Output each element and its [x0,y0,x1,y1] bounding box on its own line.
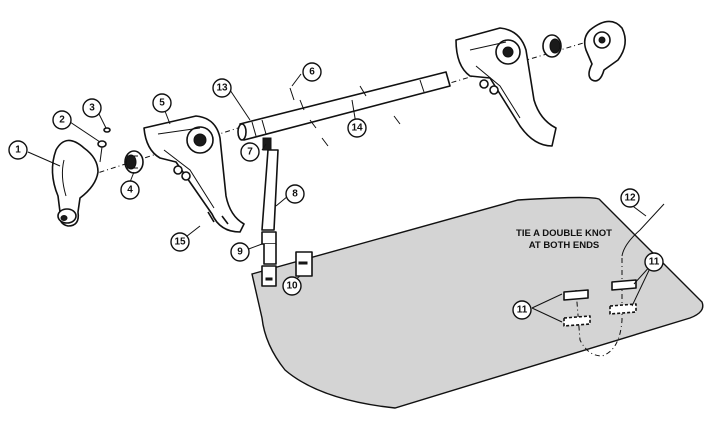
roller-tube [237,71,451,141]
svg-text:4: 4 [127,185,133,196]
callout-6: 6 [302,62,322,82]
cover-sheet [251,196,704,409]
svg-text:5: 5 [159,98,165,109]
svg-text:1: 1 [15,145,21,156]
crank-handle-left [51,139,99,227]
assembly-axis [87,37,601,177]
callout-1: 1 [8,140,28,160]
tube-screws [289,85,401,147]
callout-2: 2 [52,110,72,130]
strap-assembly [261,137,313,287]
bracket-right [455,27,557,147]
bushing-left [124,150,144,174]
svg-text:10: 10 [286,281,298,292]
note-line-2: AT BOTH ENDS [529,240,600,251]
note-line-1: TIE A DOUBLE KNOT [516,228,612,239]
svg-text:8: 8 [292,189,298,200]
assembly-note: TIE A DOUBLE KNOT AT BOTH ENDS [516,228,612,251]
callout-11-right: 11 [644,252,664,272]
callout-7: 7 [240,142,260,162]
callout-4: 4 [120,180,140,200]
bracket-left [143,115,245,233]
svg-text:6: 6 [309,67,315,78]
svg-text:7: 7 [247,147,253,158]
callout-15: 15 [170,232,190,252]
svg-text:11: 11 [517,305,528,316]
callout-8: 8 [285,184,305,204]
callout-10: 10 [282,276,302,296]
svg-text:14: 14 [351,123,363,134]
callout-11-left: 11 [512,300,532,320]
tie-rope [575,203,665,357]
callout-13: 13 [212,78,232,98]
svg-text:3: 3 [89,103,95,114]
bushing-right [542,34,562,58]
callout-3: 3 [82,98,102,118]
svg-text:15: 15 [174,237,186,248]
leader-lines [27,73,653,323]
svg-text:12: 12 [624,193,636,204]
callout-9: 9 [230,242,250,262]
svg-text:2: 2 [59,115,65,126]
callout-14: 14 [347,118,367,138]
callout-12: 12 [620,188,640,208]
callout-5: 5 [152,93,172,113]
svg-text:11: 11 [649,257,660,268]
screw-parts [97,127,111,163]
tie-down-plates [563,279,637,327]
svg-text:9: 9 [237,247,243,258]
svg-text:13: 13 [216,83,228,94]
crank-handle-right [583,20,626,82]
